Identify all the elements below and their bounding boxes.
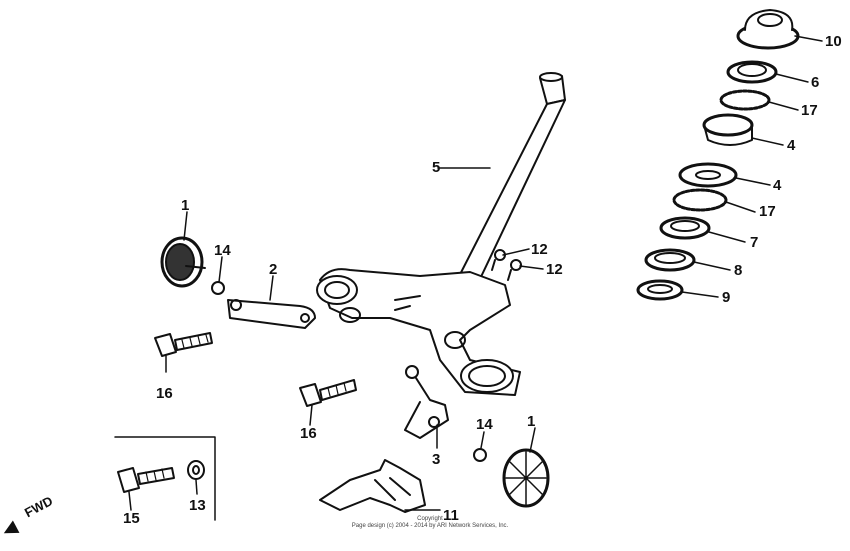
callout-14-upper: 14 (214, 242, 231, 259)
callout-16-lower: 16 (300, 425, 317, 442)
callout-7: 7 (750, 234, 759, 251)
callout-5: 5 (432, 159, 441, 176)
callout-11: 11 (443, 507, 459, 524)
steering-bracket (316, 268, 521, 396)
bolt-part-15 (117, 467, 175, 493)
leader-lines (128, 35, 823, 511)
top-cone-race-part-6 (726, 60, 778, 84)
washer-part-9 (636, 279, 684, 301)
reflector-part-1-upper (160, 236, 206, 288)
bolt-part-16-upper (154, 332, 213, 357)
copyright-footer: Copyright Page design (c) 2004 - 2014 by… (300, 516, 560, 530)
bolt-part-16-lower (299, 379, 357, 407)
cable-guide-part-3 (404, 365, 449, 439)
hose-holder-part-2 (227, 299, 316, 329)
steering-stem-part-5 (448, 72, 566, 301)
callout-1-upper: 1 (181, 197, 190, 214)
callout-17-lower: 17 (759, 203, 776, 220)
steel-balls-part-17-lower (672, 188, 728, 212)
reflector-part-1-lower (502, 448, 550, 508)
washer-part-13 (187, 460, 205, 480)
dust-seal-part-8 (644, 248, 696, 272)
callout-2: 2 (269, 261, 278, 278)
ball-race-part-4-upper (702, 113, 754, 146)
page-design-line: Page design (c) 2004 - 2014 by ARI Netwo… (351, 523, 509, 529)
callout-17-upper: 17 (801, 102, 818, 119)
callout-8: 8 (734, 262, 743, 279)
callout-9: 9 (722, 289, 731, 306)
callout-14-lower: 14 (476, 416, 493, 433)
callout-4-lower: 4 (773, 177, 782, 194)
ball-race-part-4-lower (678, 162, 738, 188)
nut-part-14-upper (211, 281, 225, 295)
hardware-box-divider (114, 436, 216, 521)
callout-6: 6 (811, 74, 820, 91)
steel-balls-part-17-upper (719, 89, 771, 111)
bottom-cone-race-part-7 (659, 216, 711, 240)
callout-15: 15 (123, 510, 140, 527)
callout-1-lower: 1 (527, 413, 536, 430)
stem-nut-part-10 (736, 9, 800, 50)
callout-12-upper: 12 (531, 241, 548, 258)
callout-12-lower: 12 (546, 261, 563, 278)
bracket-part-11 (319, 459, 426, 513)
callout-3: 3 (432, 451, 441, 468)
callout-4-upper: 4 (787, 137, 796, 154)
callout-16-upper: 16 (156, 385, 173, 402)
callout-13: 13 (189, 497, 206, 514)
copyright-line: Copyright (417, 516, 443, 522)
callout-10: 10 (825, 33, 842, 50)
nut-part-14-lower (473, 448, 487, 462)
